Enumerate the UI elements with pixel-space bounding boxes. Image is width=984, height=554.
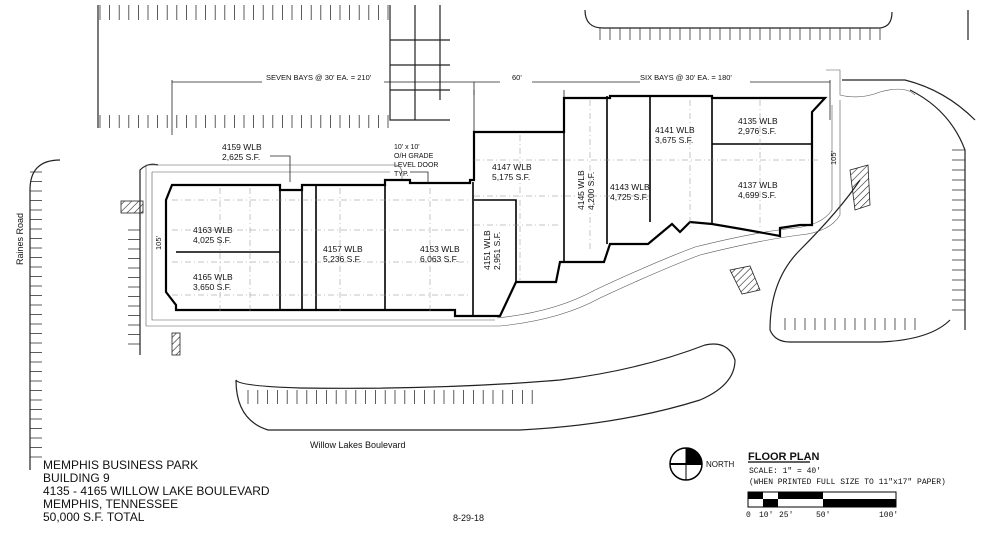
hatch-area-bottom [171,332,181,356]
dim-105-left: 105' [154,235,163,250]
unit-name: 4153 WLB [420,244,460,254]
callout-4159-leader [270,155,291,182]
hatch-area-right [849,164,871,211]
north-label: NORTH [706,460,735,469]
callout-door-3: LEVEL DOOR [394,162,438,169]
parking-stalls [30,5,965,458]
dim-60: 60' [512,73,522,82]
hatch-area-left [120,200,144,214]
title-line-3: 4135 - 4165 WILLOW LAKE BOULEVARD [43,484,270,498]
walkways [145,69,916,327]
site-curbs [29,5,976,470]
unit-area: 4,200 S.F. [586,172,596,210]
unit-area: 5,175 S.F. [492,172,530,182]
hatch-area-mid [729,265,761,295]
title-line-2: BUILDING 9 [43,471,110,485]
north-arrow [669,447,703,481]
unit-name: 4143 WLB [610,182,650,192]
unit-name: 4157 WLB [323,244,363,254]
callout-door-2: O/H GRADE [394,153,434,160]
title-line-5: 50,000 S.F. TOTAL [43,510,145,524]
unit-walls [176,96,812,316]
floor-plan-heading: FLOOR PLAN [748,451,820,463]
scale-tick-25: 25' [779,511,793,520]
unit-area: 5,236 S.F. [323,254,361,264]
unit-name: 4141 WLB [655,125,695,135]
title-line-4: MEMPHIS, TENNESSEE [43,497,178,511]
scale-tick-100: 100' [879,511,898,520]
callout-door-4: TYP. [394,171,409,178]
unit-name: 4165 WLB [193,272,233,282]
road-raines: Raines Road [15,213,25,265]
unit-name: 4135 WLB [738,116,778,126]
unit-area: 2,951 S.F. [492,232,502,270]
unit-name: 4147 WLB [492,162,532,172]
unit-area: 4,725 S.F. [610,192,648,202]
unit-area: 6,063 S.F. [420,254,458,264]
unit-area: 3,675 S.F. [655,135,693,145]
scale-tick-50: 50' [816,511,830,520]
dimension-lines [171,80,831,135]
dim-seven-bays: SEVEN BAYS @ 30' EA. = 210' [266,73,372,82]
sheet-date: 8-29-18 [453,513,484,523]
callout-4159-area: 2,625 S.F. [222,152,260,162]
dim-six-bays: SIX BAYS @ 30' EA. = 180' [640,73,732,82]
unit-name: 4163 WLB [193,225,233,235]
scale-text: SCALE: 1" = 40' [749,467,821,476]
column-grid [172,100,820,312]
scale-tick-10: 10' [759,511,773,520]
callout-door-leader [410,171,429,183]
unit-name: 4145 WLB [576,170,586,210]
scale-note: (WHEN PRINTED FULL SIZE TO 11"x17" PAPER… [749,478,946,487]
building-outline [164,94,828,318]
unit-name: 4151 WLB [482,230,492,270]
title-line-1: MEMPHIS BUSINESS PARK [43,458,198,472]
unit-area: 4,699 S.F. [738,190,776,200]
dim-105-right: 105' [829,150,838,165]
callout-4159-name: 4159 WLB [222,142,262,152]
unit-area: 2,976 S.F. [738,126,776,136]
unit-area: 3,650 S.F. [193,282,231,292]
scale-tick-0: 0 [746,511,751,520]
scale-bar [747,491,897,508]
unit-area: 4,025 S.F. [193,235,231,245]
unit-name: 4137 WLB [738,180,778,190]
road-willow-lakes: Willow Lakes Boulevard [310,440,406,450]
callout-door-1: 10' x 10' [394,144,420,151]
